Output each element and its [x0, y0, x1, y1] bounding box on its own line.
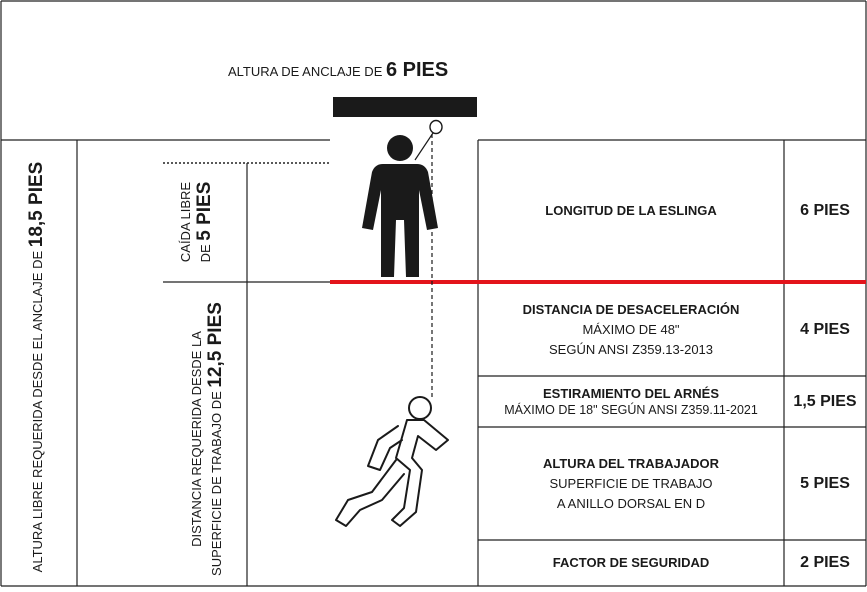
row-worker-height-line2: A ANILLO DORSAL EN D	[556, 496, 706, 512]
row-safety-factor-value: 2 PIES	[800, 554, 850, 572]
free-fall-value: 5 PIES	[193, 181, 215, 241]
free-fall-label: CAÍDA LIBRE DE 5 PIES	[178, 157, 227, 287]
anchor-ring-icon	[429, 119, 443, 135]
row-worker-height-line1: SUPERFICIE DE TRABAJO	[549, 475, 713, 491]
row-harness-title: ESTIRAMIENTO DEL ARNÉS	[542, 385, 719, 401]
row-deceleration-value: 4 PIES	[800, 320, 850, 338]
anchor-beam	[333, 97, 477, 117]
total-clearance-prefix: ALTURA LIBRE REQUERIDA DESDE EL ANCLAJE …	[30, 247, 45, 573]
row-deceleration-line1: MÁXIMO DE 48"	[582, 321, 680, 337]
free-fall-line2-prefix: DE	[197, 240, 213, 263]
required-line1: DISTANCIA REQUERIDA DESDE LA	[189, 331, 204, 547]
row-worker-height-value: 5 PIES	[800, 474, 850, 492]
anchor-title-prefix: ALTURA DE ANCLAJE DE	[228, 64, 386, 79]
anchor-title-value: 6 PIES	[385, 59, 449, 81]
row-lanyard-title: LONGITUD DE LA ESLINGA	[545, 202, 717, 218]
row-deceleration-line2: SEGÚN ANSI Z359.13-2013	[548, 342, 714, 358]
lanyard-line	[414, 132, 434, 161]
row-safety-factor-title: FACTOR DE SEGURIDAD	[552, 555, 710, 571]
total-clearance-label: ALTURA LIBRE REQUERIDA DESDE EL ANCLAJE …	[26, 142, 54, 592]
anchor-title: ALTURA DE ANCLAJE DE 6 PIES	[228, 59, 628, 82]
row-deceleration-title: DISTANCIA DE DESACELERACIÓN	[522, 301, 740, 317]
required-value: 12,5 PIES	[204, 302, 226, 388]
required-line2-prefix: SUPERFICIE DE TRABAJO DE	[208, 387, 224, 576]
standing-worker-icon	[362, 135, 438, 277]
row-deceleration: DISTANCIA DE DESACELERACIÓN MÁXIMO DE 48…	[478, 284, 784, 376]
row-harness: ESTIRAMIENTO DEL ARNÉS MÁXIMO DE 18" SEG…	[478, 377, 784, 427]
row-lanyard-value: 6 PIES	[800, 201, 850, 219]
row-safety-factor: FACTOR DE SEGURIDAD	[478, 541, 784, 586]
row-harness-line1: MÁXIMO DE 18" SEGÚN ANSI Z359.11-2021	[504, 403, 758, 418]
row-worker-height-title: ALTURA DEL TRABAJADOR	[543, 455, 719, 471]
row-lanyard: LONGITUD DE LA ESLINGA	[478, 141, 784, 281]
falling-worker-icon	[335, 396, 449, 527]
required-distance-label: DISTANCIA REQUERIDA DESDE LA SUPERFICIE …	[189, 289, 244, 589]
row-harness-value: 1,5 PIES	[793, 392, 857, 410]
total-clearance-value: 18,5 PIES	[26, 161, 47, 248]
free-fall-line1: CAÍDA LIBRE	[178, 181, 193, 263]
row-worker-height: ALTURA DEL TRABAJADOR SUPERFICIE DE TRAB…	[478, 428, 784, 540]
